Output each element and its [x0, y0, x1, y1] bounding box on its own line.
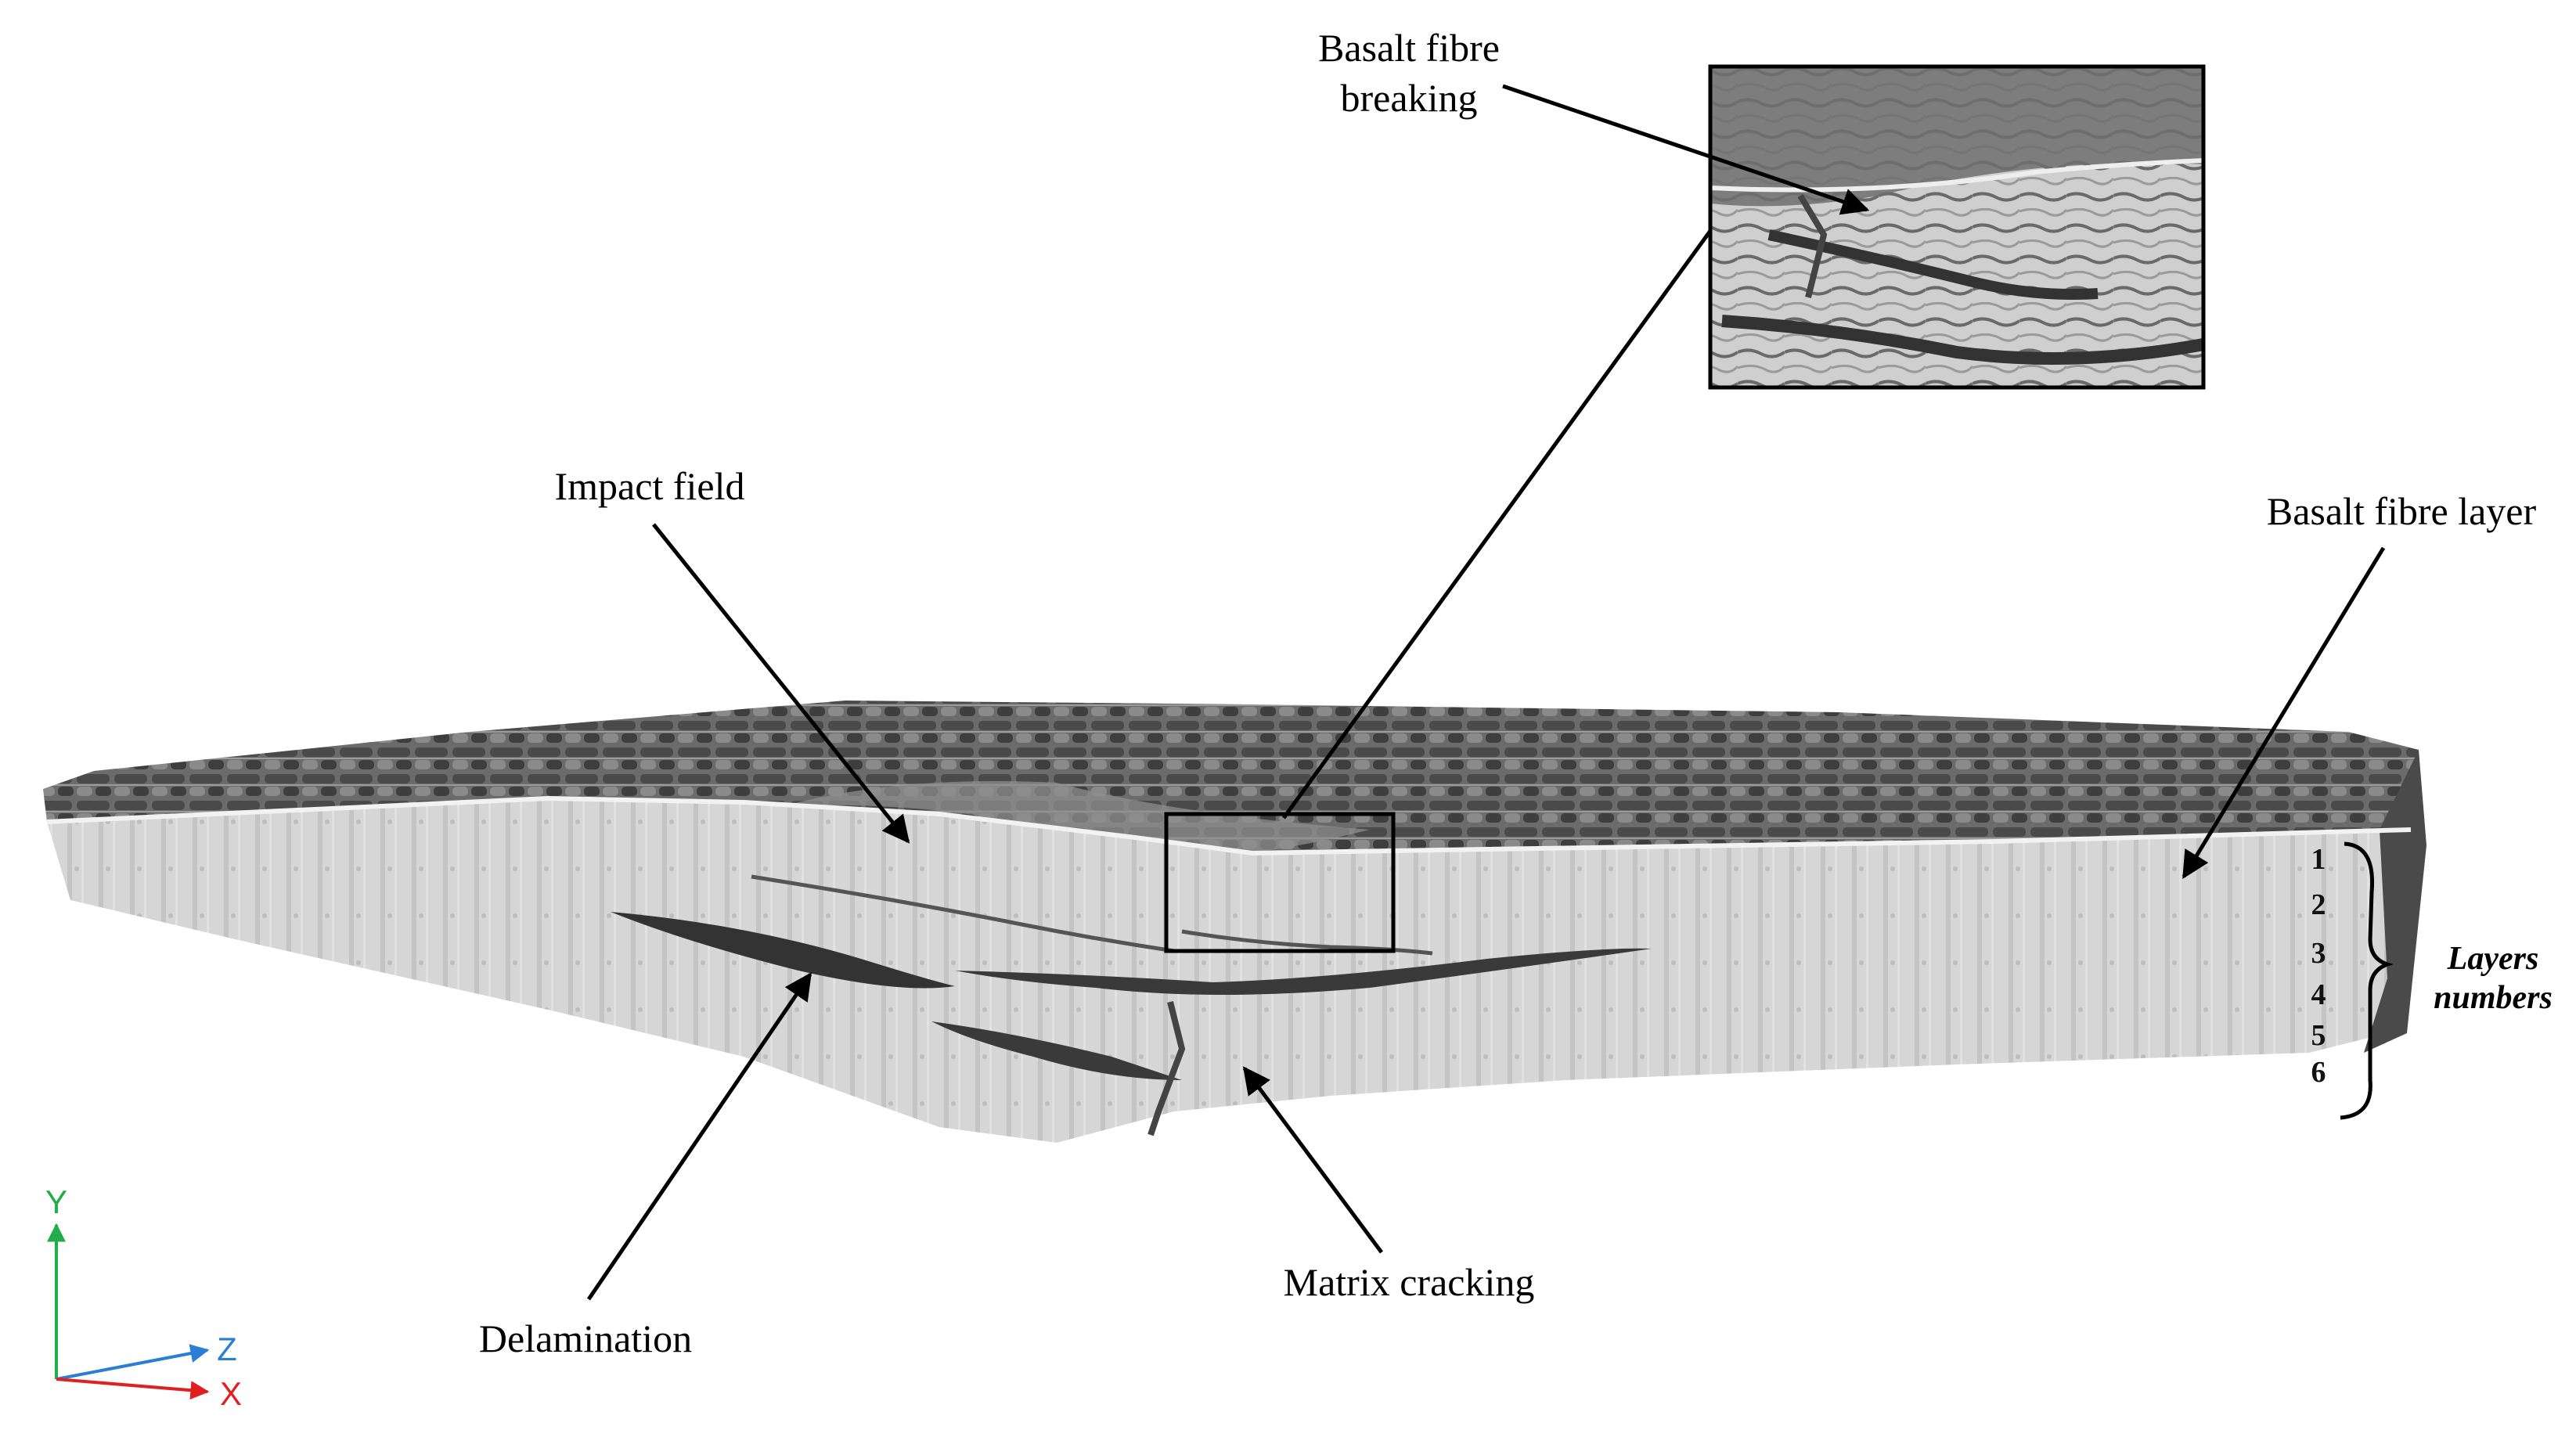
impact-depression [783, 781, 1370, 858]
leader-zoom-connector [1281, 229, 1713, 819]
arrow-impact-field [652, 523, 910, 844]
specimen-end-face [2364, 750, 2426, 1053]
arrow-delamination [586, 972, 812, 1301]
layer-number: 5 [2311, 1019, 2326, 1052]
delamination-crack-2 [955, 948, 1652, 995]
specimen-side-face [47, 798, 2411, 1143]
layer-number: 4 [2311, 978, 2326, 1011]
layer-numbers: 1 2 3 4 5 6 [2311, 843, 2326, 1089]
x-axis-label: X [220, 1375, 242, 1412]
arrow-matrix-cracking [1242, 1066, 1384, 1254]
layer-number: 3 [2311, 937, 2326, 970]
label-basalt-fibre-breaking-line2: breaking [1341, 76, 1478, 120]
label-layers-numbers-line2: numbers [2434, 980, 2553, 1016]
layer-number: 1 [2311, 843, 2326, 876]
label-impact-field: Impact field [555, 464, 745, 508]
layer-number: 2 [2311, 888, 2326, 921]
crack-fine-1 [751, 874, 1175, 953]
basalt-layer-edge [46, 795, 2412, 856]
arrow-basalt-fibre-layer [2181, 546, 2386, 879]
label-delamination: Delamination [479, 1317, 692, 1360]
layers-brace [2340, 841, 2394, 1120]
matrix-crack-vertical [1147, 1001, 1186, 1136]
arrow-basalt-fibre-breaking [1502, 84, 1870, 215]
label-basalt-fibre-breaking-line1: Basalt fibre [1318, 26, 1500, 70]
zoom-region-box [1164, 812, 1396, 953]
specimen-top-surface [43, 701, 2419, 853]
delamination-crack-1 [611, 912, 955, 989]
layer-number: 6 [2311, 1056, 2326, 1089]
label-layers-numbers-line1: Layers [2447, 941, 2539, 977]
z-axis-line [56, 1344, 210, 1381]
x-axis-line [56, 1378, 210, 1400]
z-axis-label: Z [217, 1331, 237, 1367]
zoom-inset [1708, 64, 2206, 390]
crack-fine-2 [1181, 929, 1433, 956]
y-axis-label: Y [45, 1183, 67, 1220]
label-matrix-cracking: Matrix cracking [1284, 1260, 1535, 1304]
coordinate-axes: Y Z X [45, 1183, 242, 1412]
delamination-crack-3 [931, 1021, 1182, 1080]
label-basalt-fibre-layer: Basalt fibre layer [2267, 489, 2537, 533]
